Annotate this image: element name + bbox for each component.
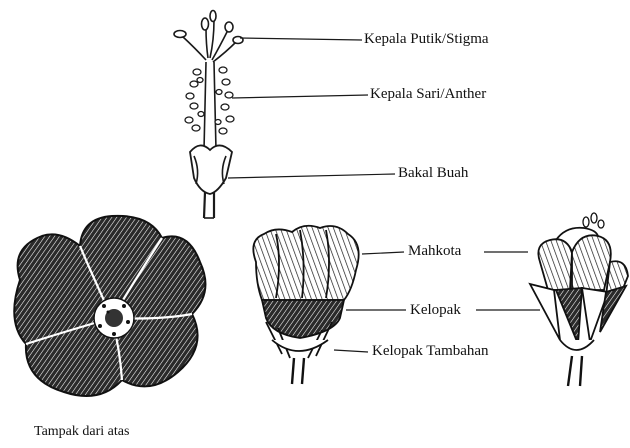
flower-open-view <box>530 213 628 386</box>
label-anther: Kepala Sari/Anther <box>370 87 486 102</box>
leader-anther <box>232 95 368 98</box>
leader-ovary <box>228 174 395 178</box>
label-calyx: Kelopak <box>410 303 461 318</box>
label-epicalyx: Kelopak Tambahan <box>372 344 489 359</box>
caption-top-view: Tampak dari atas <box>34 425 129 439</box>
label-corolla: Mahkota <box>408 244 461 259</box>
flower-side-view <box>253 226 358 384</box>
leader-epicalyx <box>334 350 368 352</box>
leader-corolla <box>362 252 404 254</box>
label-stigma: Kepala Putik/Stigma <box>364 32 489 47</box>
leader-stigma <box>240 38 362 40</box>
pistil-drawing <box>174 11 243 219</box>
flower-top-view <box>14 216 205 396</box>
label-ovary: Bakal Buah <box>398 166 468 181</box>
